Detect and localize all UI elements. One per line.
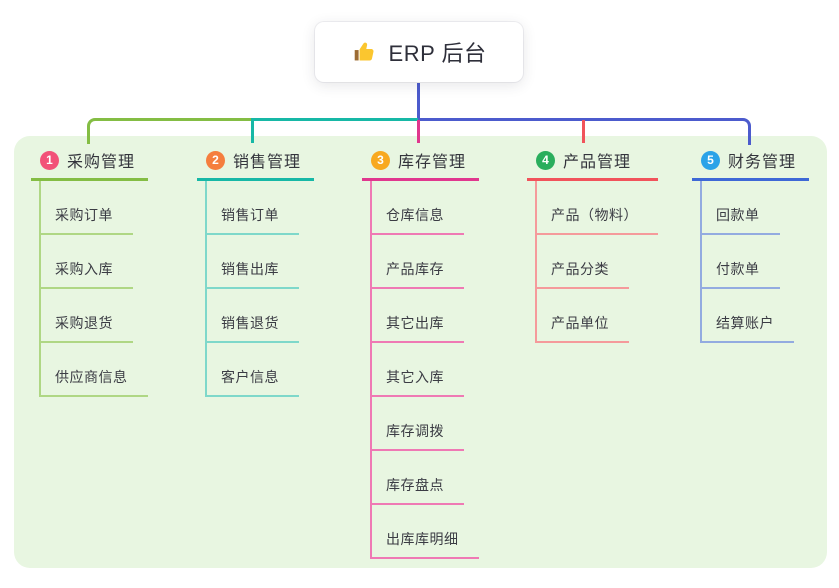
mindmap-child-node[interactable]: 销售退货 [205, 313, 299, 343]
branch-label: 销售管理 [233, 154, 302, 171]
mindmap-child-row: 结算账户 [700, 289, 809, 343]
branch-node-purchase[interactable]: 1 采购管理 [31, 146, 149, 181]
branch-badge-2: 2 [206, 150, 225, 170]
branch-badge-3: 3 [371, 150, 390, 170]
branch-inventory-management: 3 库存管理 仓库信息产品库存其它出库其它入库库存调拨库存盘点出库库明细 [362, 146, 480, 559]
mindmap-child-node[interactable]: 库存盘点 [370, 475, 464, 505]
mindmap-child-node[interactable]: 库存调拨 [370, 421, 464, 451]
branch-label: 产品管理 [563, 154, 632, 171]
mindmap-child-row: 客户信息 [205, 343, 314, 397]
connector-stub-branch-4 [582, 120, 585, 143]
mindmap-child-row: 库存调拨 [370, 397, 479, 451]
mindmap-child-row: 回款单 [700, 181, 809, 235]
mindmap-child-row: 产品（物料） [535, 181, 658, 235]
mindmap-child-node[interactable]: 销售出库 [205, 259, 299, 289]
branch-label: 库存管理 [398, 154, 467, 171]
branch-children: 产品（物料） 产品分类产品单位 [535, 181, 658, 343]
mindmap-child-node[interactable]: 产品库存 [370, 259, 464, 289]
mindmap-child-node[interactable]: 仓库信息 [370, 205, 464, 235]
branch-label: 采购管理 [67, 154, 136, 171]
branch-node-inventory[interactable]: 3 库存管理 [362, 146, 480, 181]
mindmap-child-row: 采购入库 [39, 235, 148, 289]
root-node-title: ERP 后台 [388, 41, 487, 66]
mindmap-child-node[interactable]: 其它入库 [370, 367, 464, 397]
mindmap-child-row: 产品库存 [370, 235, 479, 289]
mindmap-child-node[interactable]: 结算账户 [700, 313, 794, 343]
branch-badge-5: 5 [701, 150, 720, 170]
mindmap-child-node[interactable]: 采购订单 [39, 205, 133, 235]
mindmap-child-node[interactable]: 其它出库 [370, 313, 464, 343]
connector-elbow-branch-5 [418, 118, 751, 145]
mindmap-child-node[interactable]: 客户信息 [205, 367, 299, 397]
mindmap-child-row: 库存盘点 [370, 451, 479, 505]
branch-children: 回款单付款单结算账户 [700, 181, 809, 343]
mindmap-child-node[interactable]: 回款单 [700, 205, 780, 235]
connector-elbow-branch-1 [87, 118, 252, 144]
branch-finance-management: 5 财务管理 回款单付款单结算账户 [692, 146, 810, 343]
branch-node-product[interactable]: 4 产品管理 [527, 146, 658, 181]
mindmap-child-node[interactable]: 产品单位 [535, 313, 629, 343]
mindmap-child-row: 付款单 [700, 235, 809, 289]
mindmap-child-row: 产品单位 [535, 289, 658, 343]
mindmap-child-row: 销售出库 [205, 235, 314, 289]
branch-label: 财务管理 [728, 154, 797, 171]
mindmap-child-node[interactable]: 采购退货 [39, 313, 133, 343]
branch-children: 销售订单销售出库销售退货客户信息 [205, 181, 314, 397]
branch-sales-management: 2 销售管理 销售订单销售出库销售退货客户信息 [197, 146, 315, 397]
mindmap-child-row: 其它入库 [370, 343, 479, 397]
mindmap-child-row: 采购订单 [39, 181, 148, 235]
branch-node-sales[interactable]: 2 销售管理 [197, 146, 315, 181]
mindmap-child-node[interactable]: 采购入库 [39, 259, 133, 289]
connector-bus-teal-segment [252, 118, 418, 121]
mindmap-child-row: 供应商信息 [39, 343, 148, 397]
connector-root-stem [417, 82, 420, 120]
branch-children: 仓库信息产品库存其它出库其它入库库存调拨库存盘点出库库明细 [370, 181, 479, 559]
branch-children: 采购订单采购入库采购退货供应商信息 [39, 181, 148, 397]
branch-badge-1: 1 [40, 150, 59, 170]
mindmap-child-node[interactable]: 销售订单 [205, 205, 299, 235]
branch-node-finance[interactable]: 5 财务管理 [692, 146, 810, 181]
mindmap-child-node[interactable]: 产品（物料） [535, 205, 658, 235]
mindmap-child-row: 销售订单 [205, 181, 314, 235]
mindmap-child-node[interactable]: 付款单 [700, 259, 780, 289]
mindmap-child-row: 产品分类 [535, 235, 658, 289]
branches-background-panel [14, 136, 827, 568]
thumbs-up-icon [354, 42, 374, 61]
branch-badge-4: 4 [536, 150, 555, 170]
mindmap-child-row: 仓库信息 [370, 181, 479, 235]
mindmap-child-row: 采购退货 [39, 289, 148, 343]
mindmap-child-node[interactable]: 出库库明细 [370, 529, 479, 559]
mindmap-child-row: 销售退货 [205, 289, 314, 343]
mindmap-child-row: 出库库明细 [370, 505, 479, 559]
branch-purchase-management: 1 采购管理 采购订单采购入库采购退货供应商信息 [31, 146, 149, 397]
connector-stub-branch-2 [251, 118, 254, 143]
connector-stub-branch-3 [417, 120, 420, 143]
mindmap-child-node[interactable]: 供应商信息 [39, 367, 148, 397]
mindmap-child-node[interactable]: 产品分类 [535, 259, 629, 289]
mindmap-child-row: 其它出库 [370, 289, 479, 343]
branch-product-management: 4 产品管理 产品（物料） 产品分类产品单位 [527, 146, 658, 343]
root-node-erp-backend[interactable]: ERP 后台 [315, 22, 523, 82]
